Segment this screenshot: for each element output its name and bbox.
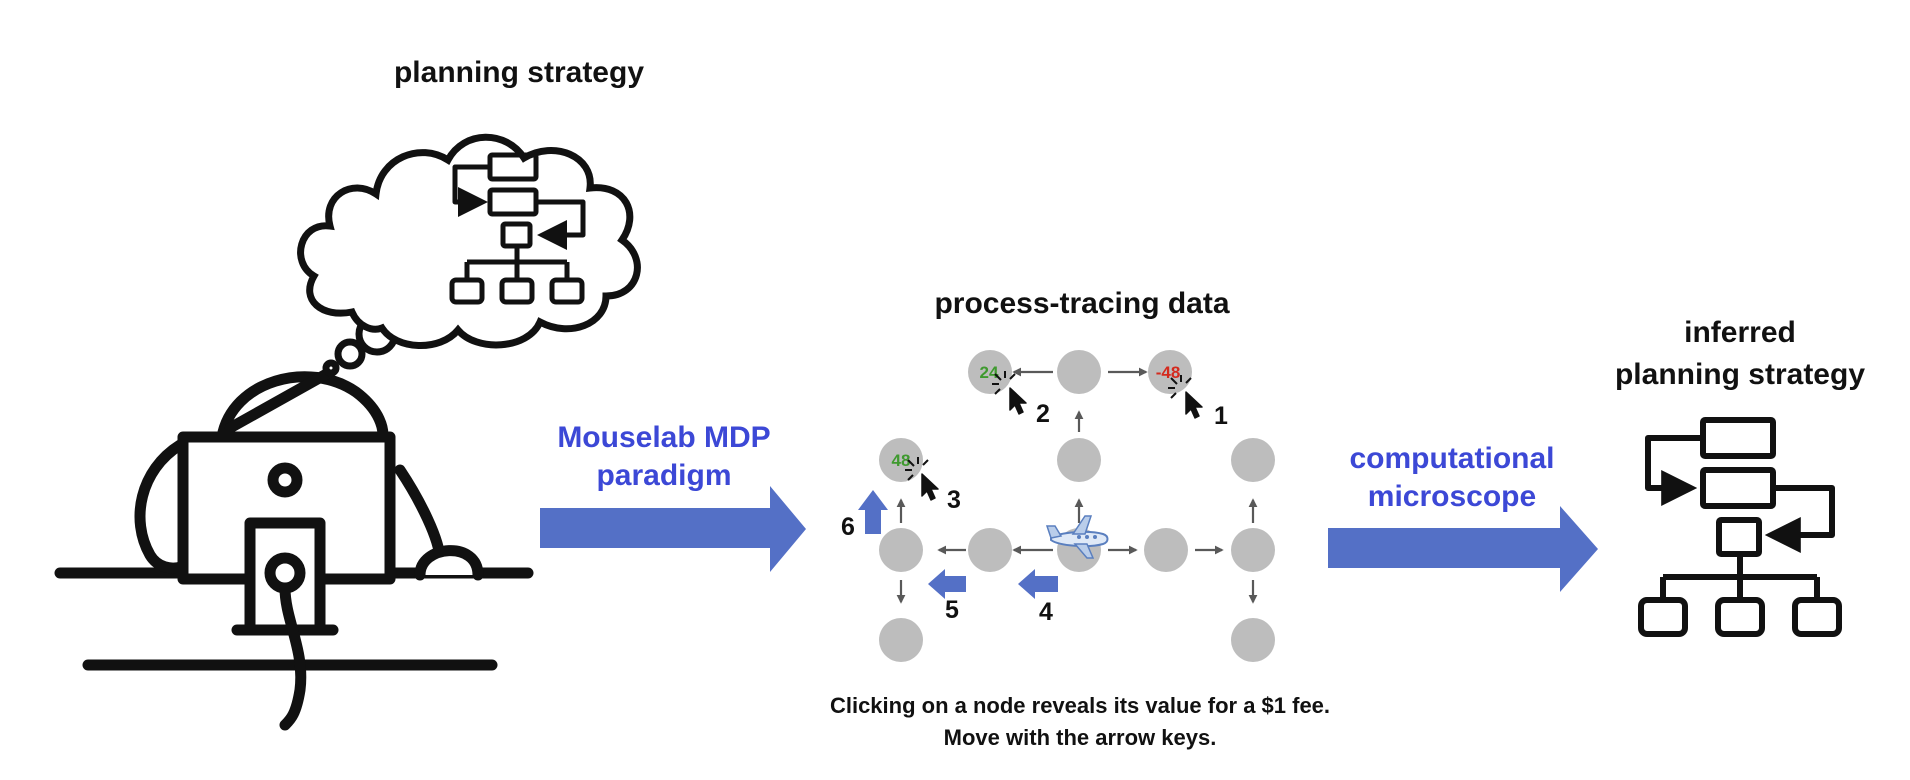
mouselab-label-line1: Mouselab MDP [557,421,770,454]
flowchart-icon [1638,417,1842,637]
move-arrow-up [858,490,888,534]
graph-node[interactable] [1231,528,1275,572]
microscope-label-line2: microscope [1368,480,1536,513]
graph-edges [896,367,1258,604]
inferred-title-line1: inferred [1684,316,1796,349]
step-number: 4 [1039,598,1053,626]
flowchart-icon [449,152,586,305]
mouselab-label-line2: paradigm [596,459,731,492]
node-value-top-right: -48 [1156,363,1181,382]
step-number: 2 [1036,400,1050,428]
graph-node[interactable] [1148,350,1192,394]
instruction-caption-line1: Clicking on a node reveals its value for… [830,693,1330,718]
graph-node[interactable] [968,350,1012,394]
graph-node[interactable] [879,528,923,572]
mouselab-arrow [540,486,806,572]
graph-node[interactable] [1057,438,1101,482]
graph-node[interactable] [1144,528,1188,572]
person-at-computer-icon [54,366,534,731]
graph-node[interactable] [879,618,923,662]
microscope-label-line1: computational [1349,442,1554,475]
inferred-title-line2: planning strategy [1615,358,1865,391]
process-tracing-title: process-tracing data [934,287,1229,320]
graph-node[interactable] [1231,618,1275,662]
instruction-caption-line2: Move with the arrow keys. [944,725,1217,750]
node-value-mid-left: 48 [892,451,911,470]
move-arrow-left [1018,569,1058,599]
graph-node[interactable] [1057,350,1101,394]
move-arrow-left [928,569,966,599]
step-number: 5 [945,596,959,624]
step-number: 1 [1214,402,1228,430]
thought-cloud-icon [297,133,641,377]
graph-node[interactable] [1231,438,1275,482]
airplane-icon [1045,515,1109,559]
step-number: 3 [947,486,961,514]
mouselab-graph: 24 -48 48 1 2 [841,350,1275,662]
planning-strategy-title: planning strategy [394,56,644,89]
node-value-top-left: 24 [980,363,999,382]
microscope-arrow [1328,506,1598,592]
step-number: 6 [841,513,855,541]
graph-node[interactable] [968,528,1012,572]
